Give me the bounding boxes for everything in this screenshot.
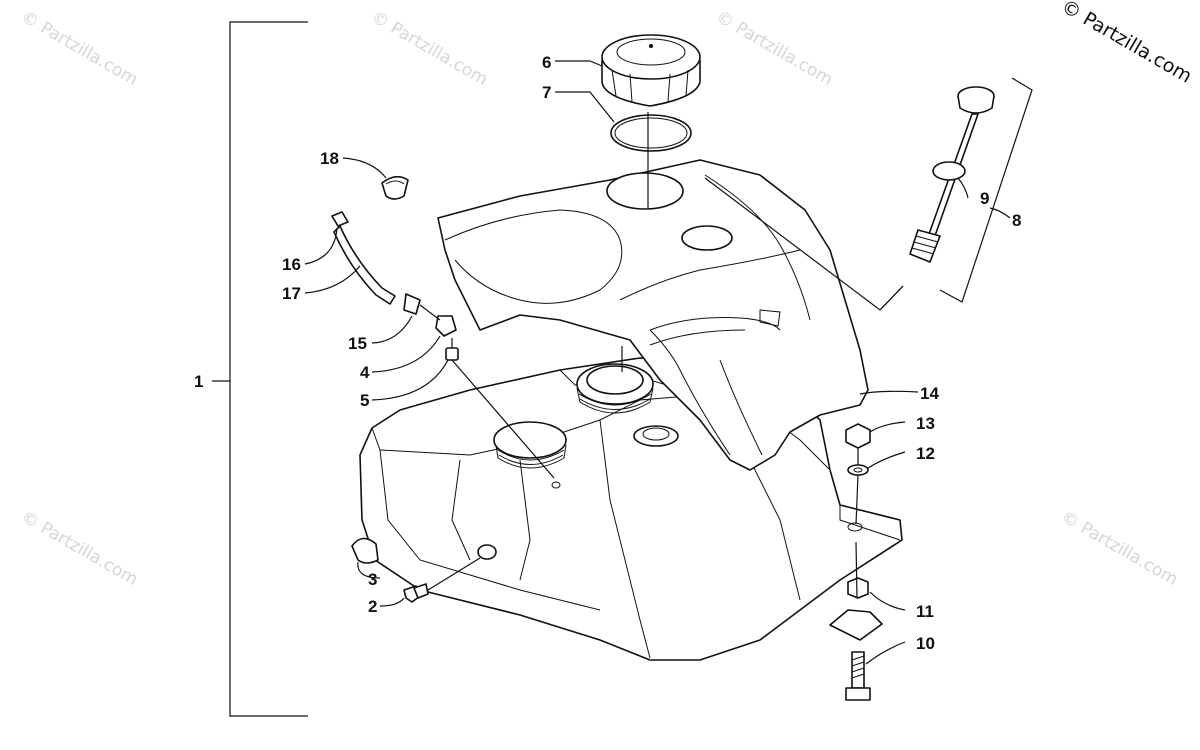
o-ring: [610, 114, 692, 152]
leader-dip-tank: [704, 177, 904, 311]
callout-labels: 1 2 3 4 5 6 7 8 9 10 11 12 13 14 15 16 1…: [194, 53, 1021, 653]
callout-16: 16: [282, 255, 301, 274]
assembly-bracket: [212, 21, 308, 717]
callout-4: 4: [360, 363, 370, 382]
hose-assembly: [331, 175, 555, 479]
tank-cover: [437, 159, 869, 471]
callout-14: 14: [920, 384, 939, 403]
fuel-cap: [601, 34, 701, 107]
watermark-1: © Partzilla.com: [18, 7, 142, 90]
callout-8: 8: [1012, 211, 1021, 230]
callout-12: 12: [916, 444, 935, 463]
callout-17: 17: [282, 284, 301, 303]
callout-3: 3: [368, 570, 377, 589]
callout-11: 11: [916, 602, 934, 621]
leader-lines: [304, 60, 1011, 665]
dipstick: [909, 86, 995, 263]
callout-7: 7: [542, 83, 551, 102]
drain-parts: [351, 537, 481, 603]
callout-18: 18: [320, 149, 339, 168]
callout-6: 6: [542, 53, 551, 72]
callout-9: 9: [980, 189, 989, 208]
watermark-7: © Partzilla.com: [1058, 507, 1182, 590]
watermark-4: © Partzilla.com: [18, 507, 142, 590]
callout-1: 1: [194, 372, 203, 391]
callout-15: 15: [348, 334, 367, 353]
callout-2: 2: [368, 597, 377, 616]
dipstick-bracket: [939, 77, 1033, 303]
callout-5: 5: [360, 391, 369, 410]
copyright-notice: © Partzilla.com: [1058, 0, 1196, 88]
callout-10: 10: [916, 634, 935, 653]
callout-13: 13: [916, 414, 935, 433]
mount-hardware: [829, 423, 883, 701]
watermark-2: © Partzilla.com: [368, 7, 492, 90]
watermark-3: © Partzilla.com: [713, 7, 837, 90]
